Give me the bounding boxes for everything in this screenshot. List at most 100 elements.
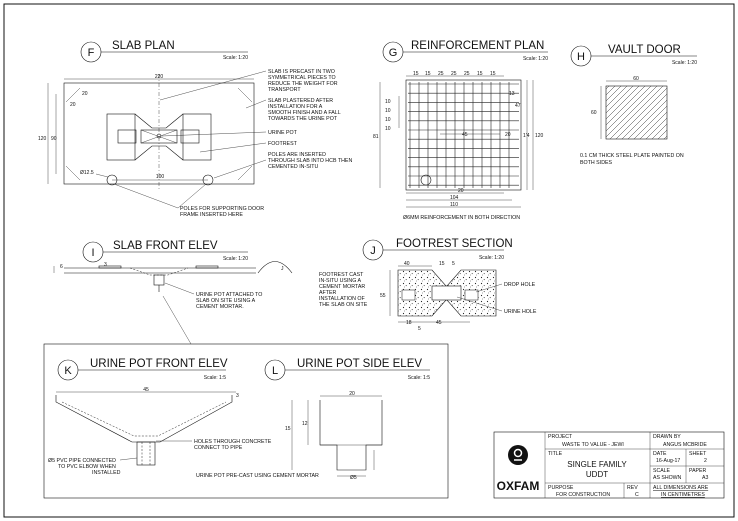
- view-title: URINE POT SIDE ELEV: [297, 358, 422, 370]
- title-block-frame: [493, 431, 725, 499]
- drop-hole-section: [464, 289, 479, 301]
- view-letter: L: [272, 365, 278, 377]
- note-line: FRAME INSERTED HERE: [180, 212, 243, 218]
- corner-chamfer: [65, 87, 81, 103]
- dim-label: 20: [70, 102, 76, 108]
- dim-label: 45: [143, 387, 149, 393]
- leader-line: [159, 70, 267, 101]
- dim-label: 5: [452, 261, 455, 267]
- tb-value: 2: [704, 458, 707, 464]
- dim-label: 10: [385, 108, 391, 114]
- note-line: SYMMETRICAL PIECES TO: [268, 75, 336, 81]
- dim-label: 1'4: [523, 133, 530, 139]
- dim-label: Ø5: [350, 475, 357, 481]
- door-plate: [605, 85, 668, 140]
- dim-label: 40: [404, 261, 410, 267]
- urine-pot-outline: [140, 129, 178, 144]
- hatch-line: [605, 85, 658, 138]
- leader-line: [119, 457, 138, 461]
- hatch-line: [615, 87, 668, 140]
- tb-label: TITLE: [548, 451, 563, 457]
- leader-line: [164, 282, 195, 295]
- hatch-line: [605, 85, 610, 90]
- dim-label: 100: [156, 174, 165, 180]
- dim-label: 15: [425, 71, 431, 77]
- leader-line: [177, 183, 207, 209]
- view-letter: H: [577, 51, 585, 63]
- corner-chamfer: [237, 165, 253, 181]
- note-line: URINE POT: [268, 130, 298, 136]
- view-title: VAULT DOOR: [608, 44, 681, 56]
- dim-label: 55: [380, 293, 386, 299]
- drop-hole: [117, 129, 137, 144]
- hatch-line: [609, 85, 664, 140]
- urine-pot-diag: [140, 129, 178, 144]
- oxfam-logo-mark: [513, 448, 523, 458]
- urine-channel: [431, 285, 462, 301]
- tb-value: FOR CONSTRUCTION: [556, 492, 610, 498]
- note-line: IN-SITU USING A: [319, 278, 362, 284]
- view-scale: Scale: 1:20: [223, 55, 248, 61]
- dim-label: 15: [490, 71, 496, 77]
- urine-pot-detail-frame: [43, 343, 449, 499]
- slab-front-elev-view: I SLAB FRONT ELEV Scale: 1:20 6 3 J URIN…: [53, 240, 293, 345]
- dim-label: 6: [60, 264, 63, 270]
- dim-label: 10: [385, 117, 391, 123]
- note-line: Ø5 PVC PIPE CONNECTED: [48, 458, 116, 464]
- view-scale: Scale: 1:20: [223, 256, 248, 262]
- corner-chamfer: [237, 87, 253, 103]
- pole-hole: [420, 174, 432, 186]
- slab-notes: SLAB IS PRECAST IN TWO SYMMETRICAL PIECE…: [113, 69, 352, 218]
- tb-label: SHEET: [689, 451, 707, 457]
- hatch-line: [605, 85, 622, 102]
- footrest-plate: [182, 113, 212, 161]
- dim-label: Ø12.5: [80, 170, 94, 176]
- hatch-line: [651, 123, 668, 140]
- note-line: CONNECT TO PIPE: [194, 445, 243, 451]
- dim-label: 120: [535, 133, 544, 139]
- hatch-line: [605, 85, 628, 108]
- pot-inner-profile: [61, 401, 227, 437]
- footrest-plate: [106, 113, 136, 161]
- note-line: SLAB IS PRECAST IN TWO: [268, 69, 335, 75]
- note-line: AFTER: [319, 290, 337, 296]
- dim-label: 90: [51, 136, 57, 142]
- leader-line: [199, 142, 267, 153]
- tb-value: AS SHOWN: [653, 475, 681, 481]
- hatch-line: [639, 111, 668, 140]
- rebar-right-dims: 13 47 20 45 1'4 120: [440, 80, 544, 190]
- footrest-profile: [195, 265, 219, 269]
- rebar-grid: [408, 82, 519, 188]
- hatch-line: [645, 117, 668, 140]
- urine-pot-front-view: K URINE POT FRONT ELEV Scale: 1:5 45 3 H…: [48, 358, 272, 476]
- view-scale: Scale: 1:20: [672, 60, 697, 66]
- dim-label: 20: [505, 132, 511, 138]
- note-line: REDUCE THE WEIGHT FOR: [268, 81, 338, 87]
- view-letter: I: [91, 247, 94, 259]
- view-title: FOOTREST SECTION: [396, 238, 513, 250]
- rebar-bottom-dims: 20 104 110: [406, 188, 521, 208]
- note-line: CEMENT MORTAR: [319, 284, 365, 290]
- note-line: POLES ARE INSERTED: [268, 152, 326, 158]
- corner-chamfer: [65, 165, 81, 181]
- note-line: URINE POT ATTACHED TO: [196, 292, 262, 298]
- note-line: INSTALLATION FOR A: [268, 104, 323, 110]
- detail-leader: [162, 295, 192, 345]
- hatch-line: [663, 135, 668, 140]
- sheet-border: [3, 3, 735, 518]
- dim-label: 25: [438, 71, 444, 77]
- dim-label: 15: [413, 71, 419, 77]
- view-scale: Scale: 1:20: [479, 255, 504, 261]
- tb-label: REV: [627, 485, 638, 491]
- view-letter: K: [64, 365, 72, 377]
- urine-hole-label: URINE HOLE: [504, 309, 537, 315]
- leader-line: [456, 296, 503, 312]
- tb-title: UDDT: [586, 470, 608, 479]
- side-note: URINE POT PRE-CAST USING CEMENT MORTAR: [196, 473, 319, 479]
- reinforcement-plan-view: G REINFORCEMENT PLAN Scale: 1:20 15 15 2…: [373, 40, 548, 221]
- tb-dims-note: IN CENTIMETRES: [661, 492, 705, 498]
- leader-line: [113, 183, 179, 209]
- oxfam-logo-icon: [508, 445, 528, 465]
- rebar-top-dims: 15 15 25 25 25 15 15: [406, 71, 504, 77]
- rebar-slab-outline: [405, 79, 522, 191]
